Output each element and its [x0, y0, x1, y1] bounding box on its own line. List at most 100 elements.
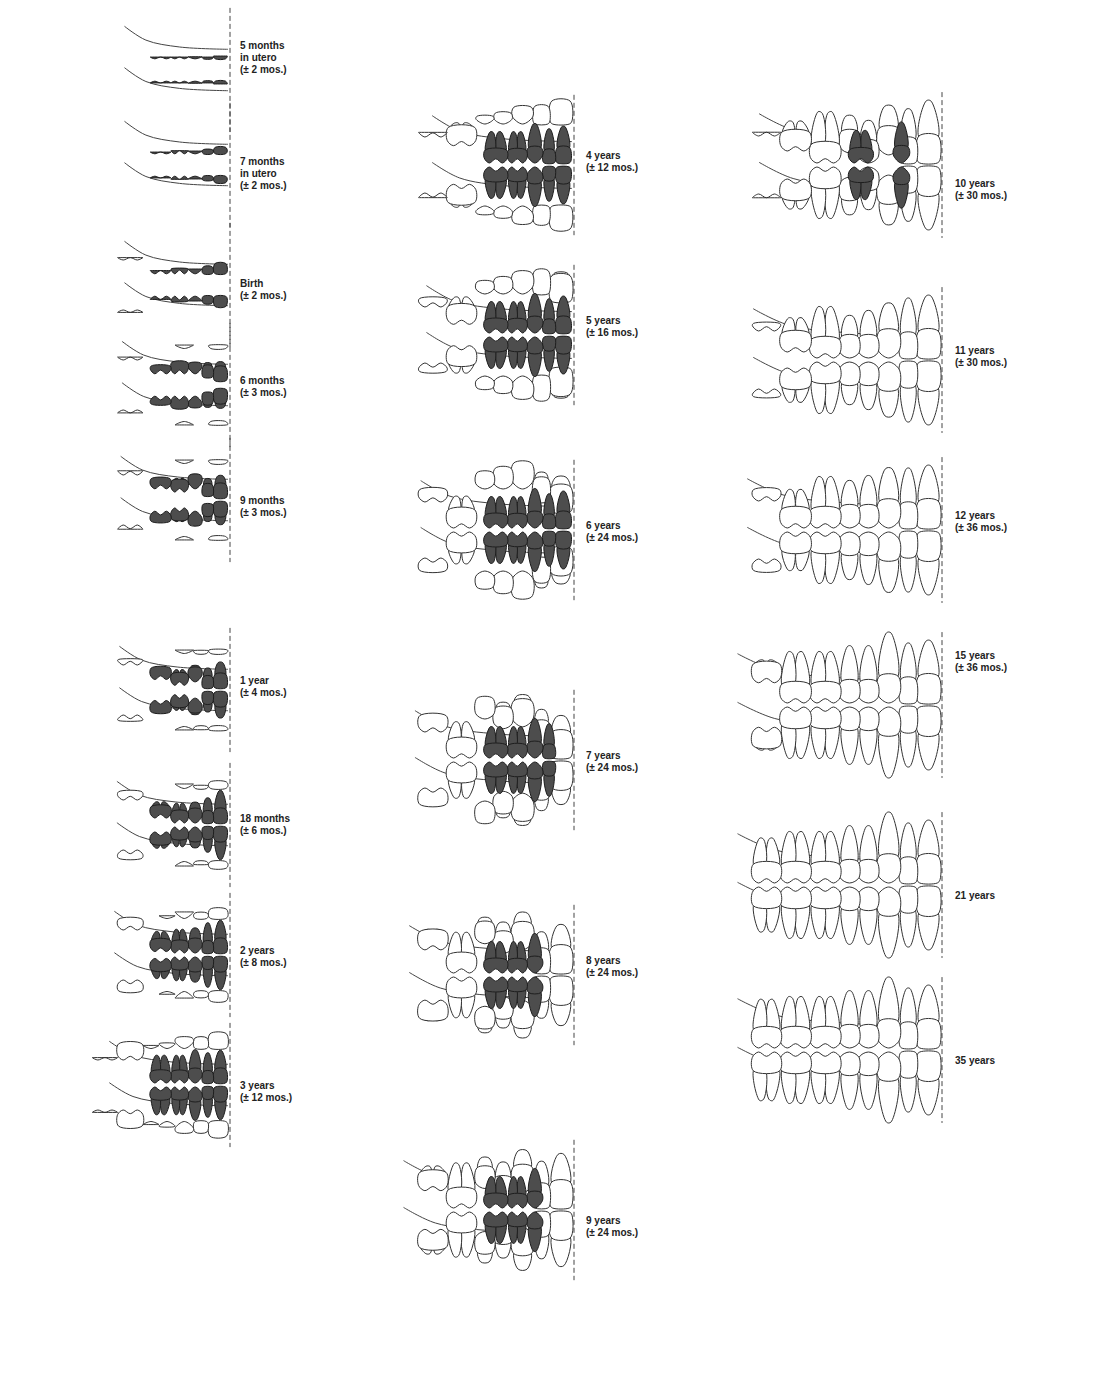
- deciduous-tooth: [171, 810, 189, 823]
- permanent-tooth: [175, 862, 193, 867]
- permanent-tooth: [780, 532, 812, 554]
- permanent-tooth: [475, 801, 496, 824]
- permanent-tooth: [858, 859, 879, 883]
- deciduous-tooth: [202, 826, 214, 839]
- dentition-stage: [118, 628, 230, 752]
- permanent-tooth: [446, 184, 477, 205]
- permanent-tooth: [476, 115, 494, 124]
- permanent-tooth: [175, 460, 193, 464]
- deciduous-tooth: [507, 148, 527, 163]
- permanent-tooth: [780, 368, 812, 390]
- permanent-tooth: [193, 650, 208, 654]
- permanent-tooth: [118, 310, 143, 312]
- deciduous-tooth: [527, 337, 543, 354]
- midline: [230, 628, 231, 752]
- permanent-tooth: [175, 650, 193, 654]
- permanent-tooth: [549, 205, 573, 231]
- permanent-tooth: [208, 991, 228, 1003]
- permanent-tooth: [446, 952, 477, 973]
- deciduous-tooth: [202, 81, 214, 83]
- midline: [942, 977, 943, 1123]
- permanent-tooth: [751, 861, 781, 883]
- dentition-stage: [738, 977, 943, 1123]
- age-label: 1 year: [240, 675, 292, 687]
- permanent-tooth: [877, 499, 901, 528]
- permanent-tooth: [858, 887, 879, 911]
- deciduous-tooth: [214, 175, 228, 183]
- permanent-tooth: [839, 859, 860, 883]
- alveolar-margin: [125, 163, 229, 186]
- stage-label: 11 years(± 30 mos.): [955, 345, 1007, 369]
- deciduous-tooth: [150, 938, 172, 951]
- permanent-tooth: [208, 1032, 228, 1050]
- dentition-stage: [117, 763, 230, 887]
- age-label: 35 years: [955, 1055, 1007, 1067]
- permanent-tooth: [780, 887, 812, 909]
- permanent-tooth: [446, 507, 477, 528]
- tooth-root: [878, 977, 899, 1025]
- permanent-tooth: [752, 389, 780, 398]
- age-range: (± 3 mos.): [240, 507, 292, 519]
- deciduous-tooth: [542, 149, 555, 164]
- tooth-root: [878, 632, 899, 680]
- age-label: 5 years: [586, 315, 638, 327]
- midline: [574, 905, 575, 1045]
- permanent-tooth: [839, 707, 860, 731]
- midline: [574, 95, 575, 235]
- permanent-tooth: [877, 887, 901, 916]
- tooth-root: [878, 730, 899, 778]
- tooth-root: [900, 298, 916, 337]
- age-label: 4 years: [586, 150, 638, 162]
- permanent-tooth: [208, 1121, 228, 1139]
- tooth-root: [878, 812, 899, 860]
- deciduous-tooth: [150, 296, 171, 299]
- deciduous-tooth: [188, 81, 202, 83]
- permanent-tooth: [118, 357, 143, 360]
- deciduous-tooth: [150, 700, 172, 713]
- age-range: (± 16 mos.): [586, 327, 638, 339]
- permanent-tooth: [159, 1122, 175, 1128]
- age-label: 6 years: [586, 520, 638, 532]
- deciduous-tooth: [202, 175, 214, 181]
- deciduous-tooth: [171, 1070, 189, 1083]
- permanent-tooth: [175, 1122, 194, 1134]
- midline: [230, 323, 231, 447]
- permanent-tooth: [780, 179, 812, 201]
- deciduous-tooth: [527, 1191, 543, 1208]
- midline: [230, 1023, 231, 1147]
- permanent-tooth: [899, 332, 918, 359]
- permanent-tooth: [916, 853, 941, 884]
- deciduous-tooth: [213, 483, 227, 499]
- permanent-tooth: [418, 1170, 449, 1191]
- deciduous-tooth: [484, 318, 508, 333]
- deciduous-tooth: [150, 176, 171, 178]
- permanent-tooth: [193, 785, 208, 789]
- permanent-tooth: [511, 376, 534, 399]
- permanent-tooth: [839, 887, 860, 911]
- deciduous-tooth: [188, 151, 202, 154]
- age-label: 11 years: [955, 345, 1007, 357]
- dentition-stage: [418, 460, 574, 600]
- dentition-stage: [419, 95, 574, 235]
- stage-label: 8 years(± 24 mos.): [586, 955, 638, 979]
- dentition-stage: [118, 223, 230, 347]
- permanent-tooth: [512, 206, 534, 225]
- deciduous-tooth: [213, 938, 227, 954]
- stage-label: 12 years(± 36 mos.): [955, 510, 1007, 534]
- age-range: (± 36 mos.): [955, 662, 1007, 674]
- dentition-stage: [114, 893, 230, 1017]
- midline: [574, 690, 575, 830]
- deciduous-tooth: [542, 744, 555, 759]
- permanent-tooth: [549, 1180, 573, 1209]
- permanent-tooth: [751, 1026, 781, 1048]
- permanent-tooth: [475, 1006, 496, 1029]
- permanent-tooth: [899, 857, 918, 884]
- permanent-tooth: [916, 498, 941, 529]
- permanent-tooth: [208, 649, 228, 654]
- deciduous-tooth: [527, 146, 543, 163]
- permanent-tooth: [418, 788, 448, 807]
- deciduous-tooth: [202, 392, 214, 405]
- permanent-tooth: [839, 334, 860, 358]
- permanent-tooth: [839, 504, 860, 528]
